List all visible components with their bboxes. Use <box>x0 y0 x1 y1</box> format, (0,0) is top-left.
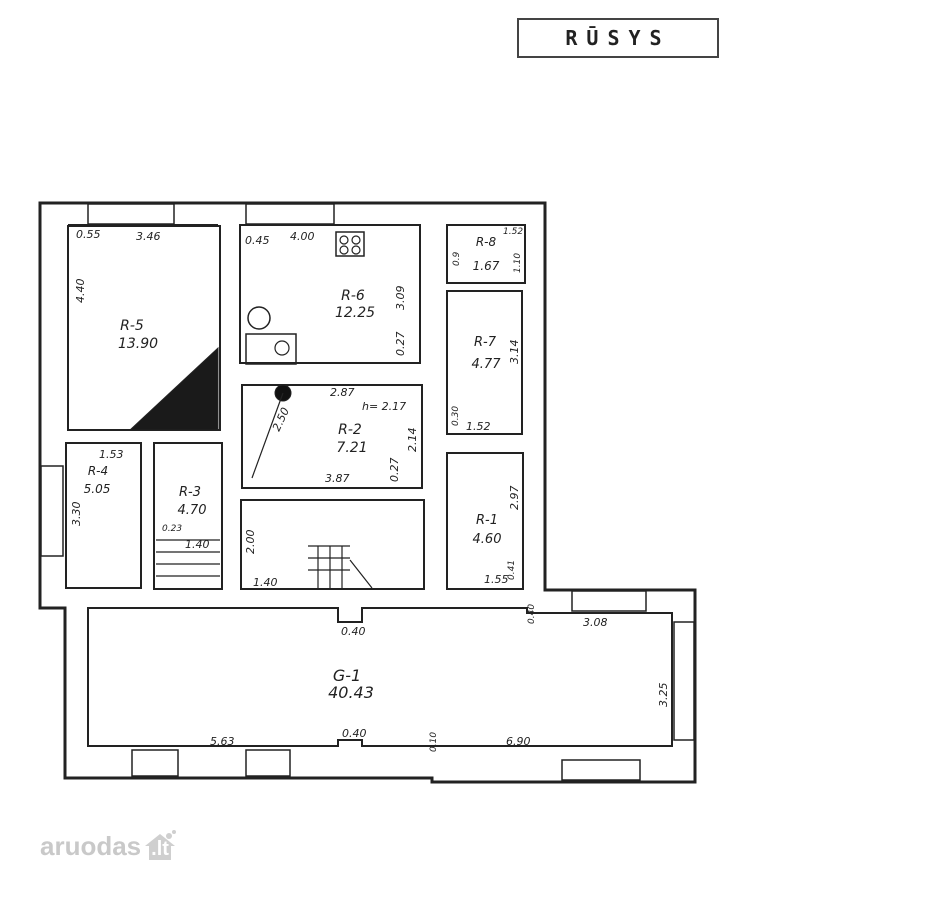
dimension-label: 2.50 <box>270 406 292 434</box>
room-code: R-3 <box>179 485 201 500</box>
dimension-label: 0.10 <box>429 732 439 752</box>
dimension-label: 0.9 <box>452 251 462 266</box>
dimension-label: 0.41 <box>507 560 517 580</box>
dimension-label: 1.55 <box>484 573 509 586</box>
dimension-label: 1.52 <box>466 420 491 433</box>
dimension-label: 0.40 <box>342 727 367 740</box>
room-labels: R-5 13.90 R-6 12.25 R-8 1.67 R-7 4.77 R-… <box>84 235 502 702</box>
room-area: 1.67 <box>473 259 500 273</box>
dimension-label: 4.00 <box>290 230 315 243</box>
dimension-label: 2.14 <box>406 428 419 453</box>
room-area: 5.05 <box>84 482 111 496</box>
dimension-label: 0.40 <box>341 625 366 638</box>
room-code: R-5 <box>120 318 144 334</box>
room-code: R-6 <box>341 288 365 304</box>
dimension-label: 0.27 <box>394 332 407 357</box>
dimension-label: 1.40 <box>253 576 278 589</box>
dimension-label: h= 2.17 <box>362 400 406 413</box>
dimension-label: 1.10 <box>513 253 523 273</box>
dimension-label: 0.30 <box>451 406 461 426</box>
room-code: G-1 <box>333 666 361 685</box>
house-icon <box>145 830 177 860</box>
dimension-label: 2.87 <box>330 386 355 399</box>
dimension-label: 3.25 <box>657 683 670 708</box>
dimension-label: 5.63 <box>210 735 235 748</box>
room-area: 40.43 <box>328 683 374 702</box>
watermark: aruodas .lt <box>40 830 177 862</box>
dimension-label: 3.87 <box>325 472 350 485</box>
dimension-label: 3.08 <box>583 616 608 629</box>
dimension-label: 1.40 <box>185 538 210 551</box>
dimension-label: 0.40 <box>527 604 537 624</box>
dimension-label: 2.97 <box>508 486 521 511</box>
dimension-label: 1.53 <box>99 448 124 461</box>
room-code: R-8 <box>476 235 497 249</box>
room-code: R-7 <box>474 335 497 350</box>
dimension-label: 1.52 <box>503 227 523 237</box>
room-area: 12.25 <box>335 305 375 321</box>
room-area: 4.77 <box>472 357 502 372</box>
room-code: R-2 <box>338 422 362 438</box>
room-code: R-1 <box>476 513 498 528</box>
plan-title-stamp: RŪSYS <box>517 18 719 58</box>
plan-title: RŪSYS <box>565 26 671 50</box>
dimension-label: 3.46 <box>136 230 161 243</box>
dimension-label: 4.40 <box>74 279 87 304</box>
room-area: 4.60 <box>473 532 502 547</box>
dimension-label: 0.45 <box>245 234 270 247</box>
dimension-label: 0.55 <box>76 228 101 241</box>
dimension-label: 3.14 <box>508 340 521 365</box>
room-area: 4.70 <box>178 503 207 518</box>
watermark-suffix: .lt <box>151 837 169 860</box>
dimension-label: 2.00 <box>244 530 257 555</box>
dimension-label: 3.30 <box>70 502 83 527</box>
room-area: 13.90 <box>118 336 158 352</box>
dimension-label: 0.27 <box>388 458 401 483</box>
walls <box>38 201 697 784</box>
room-code: R-4 <box>88 464 108 478</box>
dimension-label: 0.23 <box>162 524 182 534</box>
room-area: 7.21 <box>336 440 367 456</box>
dimension-label: 3.09 <box>394 286 407 311</box>
dimension-label: 6.90 <box>506 735 531 748</box>
watermark-brand: aruodas <box>40 830 142 861</box>
